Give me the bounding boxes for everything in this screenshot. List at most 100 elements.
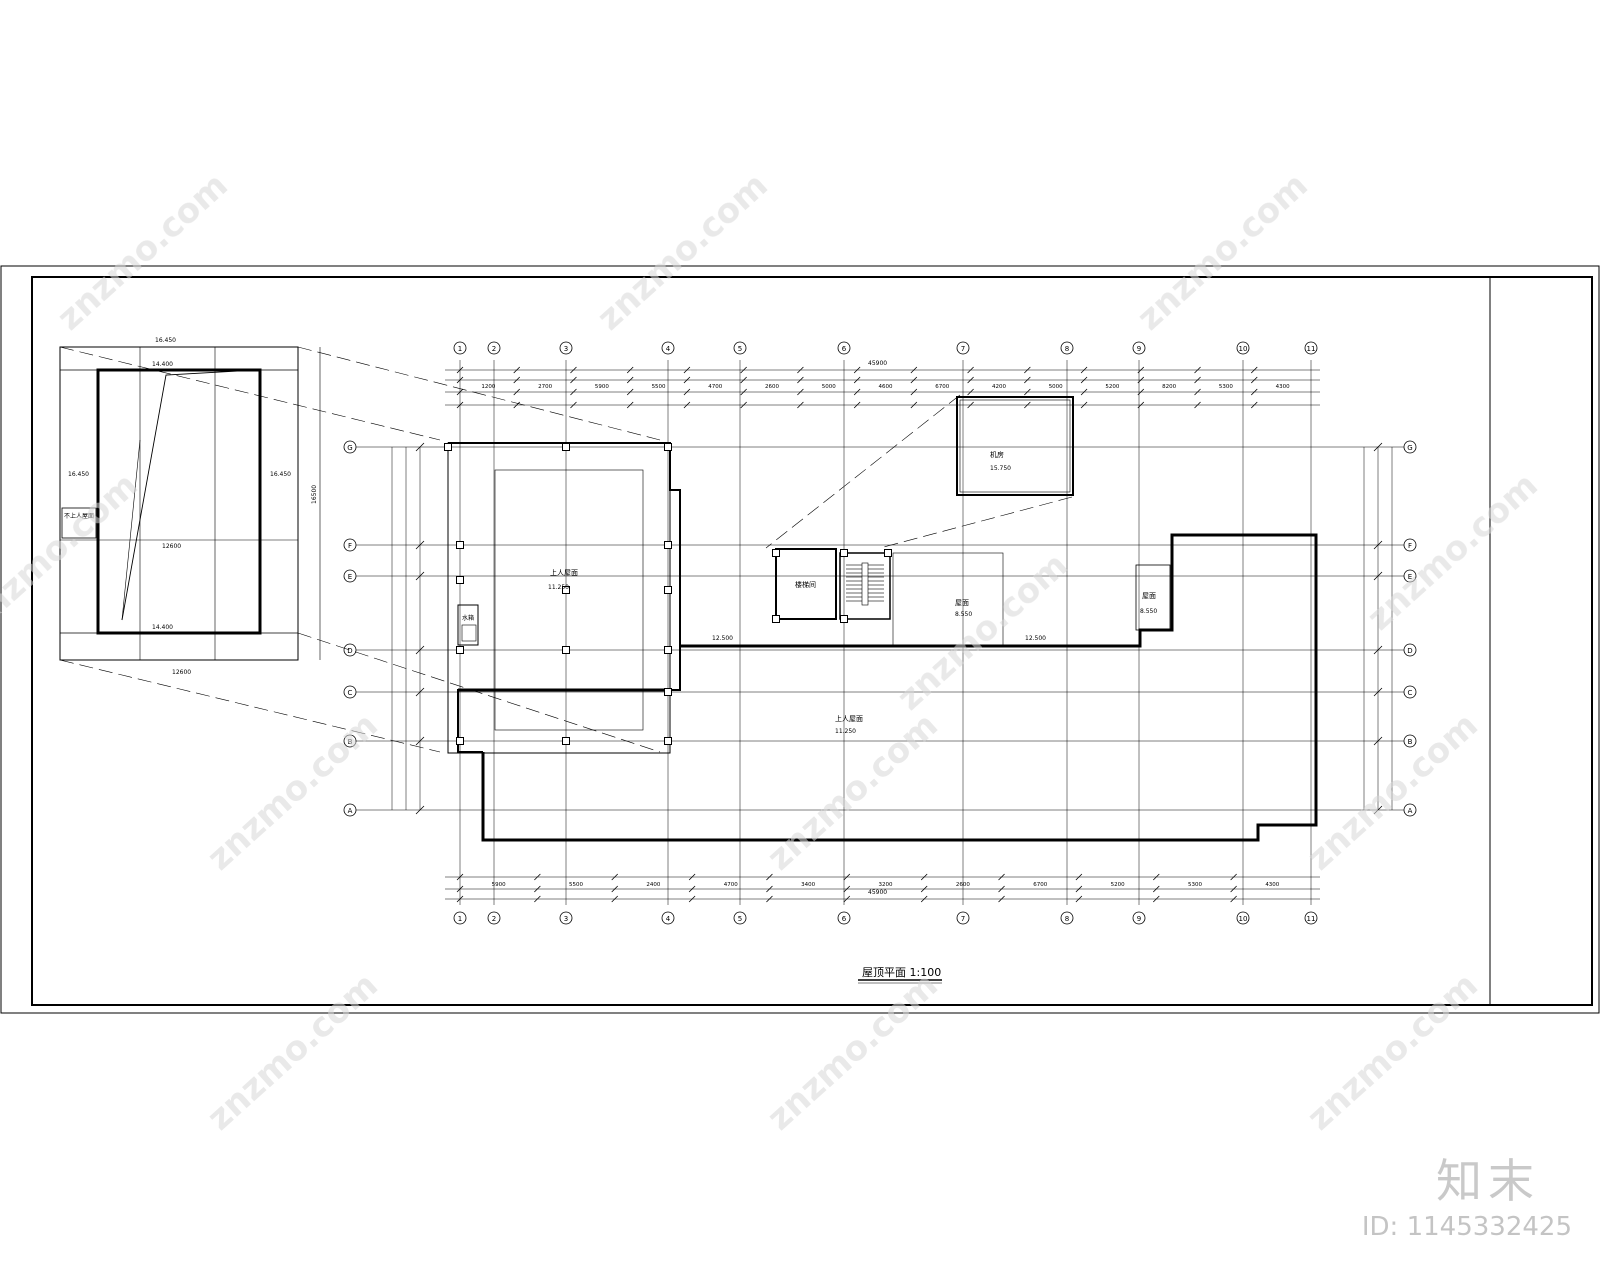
label-roof-main: 上人屋面 [550, 568, 578, 577]
dim-tick [910, 388, 918, 396]
grid-col-label: 11 [1307, 345, 1316, 353]
dim-tick [853, 388, 861, 396]
dim-tick [740, 388, 747, 396]
dim-tick [1137, 401, 1145, 409]
dim-tick [1075, 873, 1083, 881]
dim-tick [1250, 401, 1258, 409]
grid-col-label: 9 [1137, 915, 1141, 923]
inset-elev-top: 16.450 [155, 337, 176, 344]
dim-tick [998, 885, 1005, 893]
dim-tick [766, 895, 773, 903]
dim-tick [683, 376, 691, 384]
grid-col-label: 9 [1137, 345, 1141, 353]
grid-col-label: 2 [492, 915, 496, 923]
watermark-text: znzmo.com [0, 465, 146, 638]
grid-col-label: 10 [1239, 345, 1248, 353]
dim-value: 4300 [1265, 882, 1279, 888]
dim-tick [740, 401, 747, 409]
grid-col-label: 7 [961, 915, 965, 923]
grid-row-bubble [1403, 643, 1417, 657]
dim-tick [920, 873, 928, 881]
dim-value: 4700 [724, 882, 738, 888]
dim-tick [1194, 366, 1201, 374]
dim-tick [626, 376, 634, 384]
elev-level-d: 12.500 [712, 635, 733, 642]
dim-value: 6700 [1033, 882, 1047, 888]
stair-well [861, 562, 869, 606]
inset-dim-width: 12600 [162, 543, 181, 550]
dim-tick [611, 885, 619, 893]
grid-col-bubble [1304, 341, 1318, 355]
inset-elev-left: 16.450 [68, 471, 89, 478]
elev-top-roof: 15.750 [990, 465, 1011, 472]
grid-row-bubble [343, 538, 357, 552]
dim-tick [626, 388, 634, 396]
dim-tick [534, 873, 541, 881]
grid-col-label: 4 [666, 345, 671, 353]
dim-value: 4700 [708, 384, 722, 390]
grid-col-label: 7 [961, 345, 965, 353]
column [772, 549, 780, 557]
grid-row-label: A [1408, 807, 1413, 815]
dim-tick [1194, 401, 1201, 409]
dim-tick [570, 366, 577, 374]
dim-tick [1230, 873, 1237, 881]
dim-tick [1080, 388, 1088, 396]
grid-col-bubble [487, 911, 501, 925]
dim-tick [1250, 388, 1258, 396]
structural-columns [444, 443, 892, 745]
dim-tick [534, 895, 541, 903]
dim-tick [920, 895, 928, 903]
grid-row-bubble [343, 734, 357, 748]
dim-tick [853, 376, 861, 384]
grid-row-label: F [348, 542, 352, 550]
elev-roof-left: 11.250 [835, 728, 856, 735]
grid-row-label: G [1407, 444, 1412, 452]
column [840, 615, 848, 623]
dim-tick [998, 873, 1005, 881]
grid-col-bubble [837, 341, 851, 355]
grid-col-label: 6 [842, 915, 847, 923]
grid-col-bubble [733, 341, 747, 355]
dim-tick [1080, 366, 1088, 374]
column [456, 737, 464, 745]
dim-tick [797, 366, 804, 374]
dim-tick [1250, 366, 1258, 374]
label-stair-room: 楼梯间 [795, 580, 816, 589]
dim-value: 4200 [992, 384, 1006, 390]
dim-value: 5300 [1219, 384, 1233, 390]
dim-tick [1152, 873, 1160, 881]
dim-tick [1152, 895, 1160, 903]
grid-col-bubble [1060, 341, 1074, 355]
dim-value: 5200 [1105, 384, 1119, 390]
dim-value: 5500 [652, 384, 666, 390]
dim-tick [570, 376, 577, 384]
dim-tick [456, 388, 464, 396]
elev-small-roof: 8.550 [955, 611, 972, 618]
column [664, 646, 672, 654]
dim-tick [456, 895, 464, 903]
dim-value: 5900 [595, 384, 609, 390]
grid-col-bubble [1236, 341, 1250, 355]
dim-tick [998, 895, 1005, 903]
dim-value: 1200 [481, 384, 495, 390]
dim-value: 5900 [492, 882, 506, 888]
dim-tick [1080, 376, 1088, 384]
dim-value: 2600 [956, 882, 970, 888]
elev-right-roof: 8.550 [1140, 608, 1157, 615]
id-watermark: ID: 1145332425 [1361, 1212, 1572, 1242]
inset-label: 不上人屋面 [64, 512, 94, 520]
column [562, 737, 570, 745]
dim-tick [853, 366, 861, 374]
grid-row-label: E [348, 573, 352, 581]
column [456, 576, 464, 584]
column [664, 737, 672, 745]
label-water-tank: 水箱 [462, 614, 474, 622]
column [772, 615, 780, 623]
grid-col-bubble [453, 341, 467, 355]
dim-tick [797, 401, 804, 409]
grid-row-bubble [1403, 734, 1417, 748]
watermark-text: znzmo.com [1300, 965, 1486, 1138]
